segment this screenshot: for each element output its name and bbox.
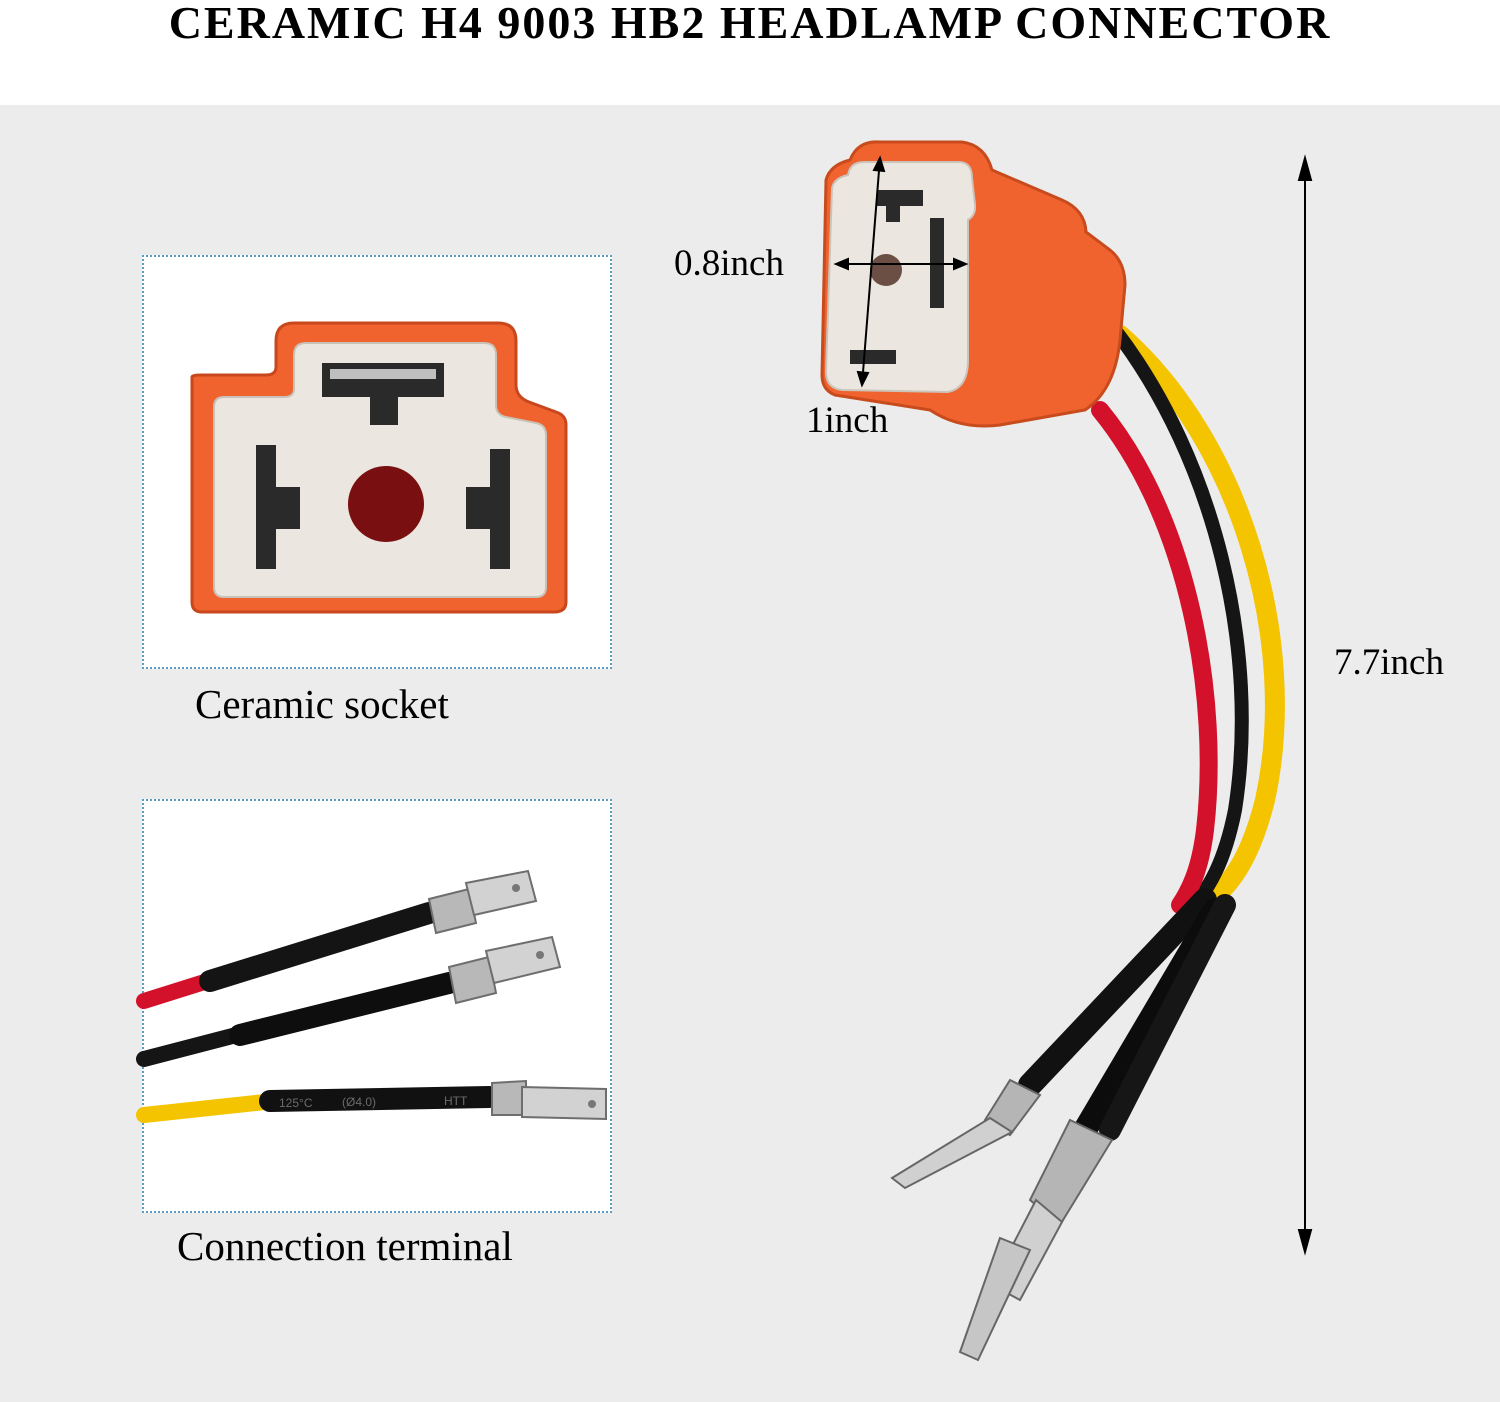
width-dimension-label: 0.8inch <box>674 243 784 284</box>
connector-bottom-slot <box>850 350 896 364</box>
ceramic-socket-illustration <box>190 321 568 614</box>
connector-top-slot <box>877 190 923 206</box>
top-terminal-tab <box>370 397 398 425</box>
red-wire-terminal <box>427 869 538 935</box>
length-dimension-label: 7.7inch <box>1334 642 1444 683</box>
main-sleeve-3 <box>1099 894 1236 1141</box>
main-terminal-right <box>958 1236 1032 1362</box>
black-wire-terminal <box>447 935 562 1005</box>
right-terminal-tab <box>466 487 490 529</box>
top-terminal-metal <box>330 369 436 379</box>
left-terminal-slot <box>256 445 276 569</box>
connector-top-tab <box>886 206 900 222</box>
yellow-wire-sleeve <box>259 1086 500 1112</box>
width-dimension-arrow <box>833 257 969 271</box>
length-dimension-arrow <box>1297 154 1313 1256</box>
sleeve-print-brand: HTT <box>444 1094 468 1108</box>
right-terminal-slot <box>490 449 510 569</box>
main-yellow-wire <box>1110 325 1285 920</box>
black-wire <box>136 1025 252 1067</box>
top-terminal-slot <box>322 363 444 397</box>
main-terminal-left <box>890 1078 1042 1190</box>
main-sleeve-1 <box>1018 888 1217 1097</box>
main-black-wire <box>1108 323 1249 922</box>
height-dimension-arrow <box>856 155 886 388</box>
page-title: CERAMIC H4 9003 HB2 HEADLAMP CONNECTOR <box>168 0 1332 48</box>
socket-center-hole <box>348 466 424 542</box>
black-wire-sleeve <box>229 972 460 1046</box>
sleeve-print-size: (Ø4.0) <box>342 1095 376 1109</box>
terminal-caption: Connection terminal <box>177 1223 513 1269</box>
sleeve-print-temp: 125°C <box>279 1096 313 1110</box>
connector-center-hole <box>870 254 902 286</box>
socket-closeup-frame <box>142 255 612 669</box>
connection-terminal-illustration: 125°C (Ø4.0) HTT <box>136 869 607 1123</box>
terminal-closeup-frame: 125°C (Ø4.0) HTT <box>136 799 612 1213</box>
socket-caption: Ceramic socket <box>195 681 449 727</box>
yellow-wire <box>136 1093 282 1123</box>
main-red-wire <box>1091 401 1218 914</box>
red-wire-sleeve <box>199 902 440 992</box>
left-terminal-tab <box>276 487 300 529</box>
yellow-wire-terminal <box>491 1079 607 1121</box>
height-dimension-label: 1inch <box>806 400 889 441</box>
